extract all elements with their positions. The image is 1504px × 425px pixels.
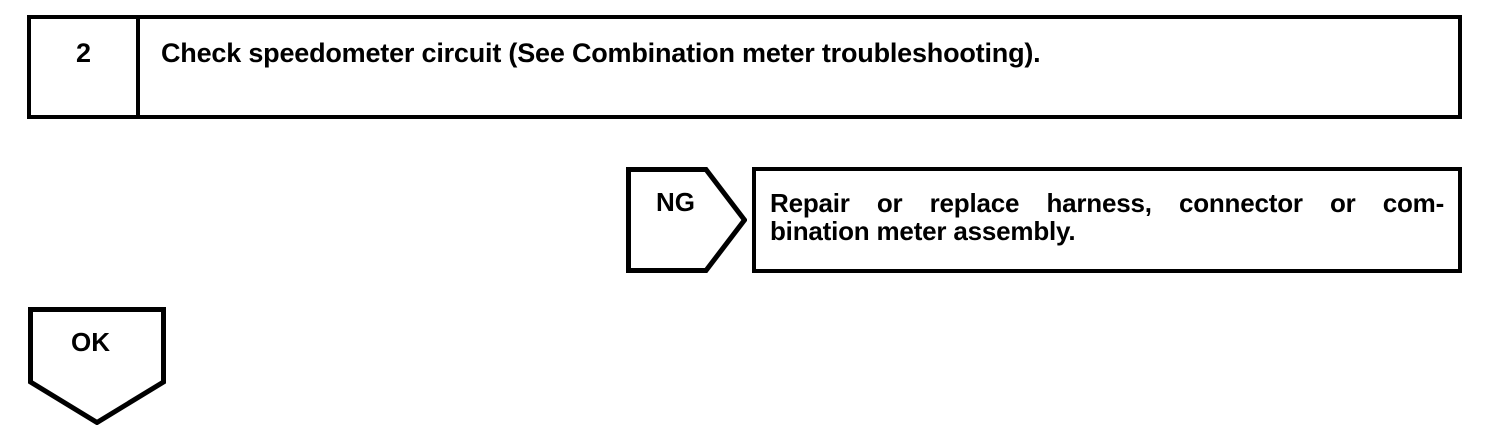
ng-result-text: Repair or replace harness, connector or … xyxy=(770,189,1444,245)
ng-branch-label: NG xyxy=(656,187,695,217)
ng-result-text-line-2: bination meter assembly. xyxy=(770,216,1076,246)
ng-arrow-icon xyxy=(626,167,747,273)
step-instruction-cell: Check speedometer circuit (See Combinati… xyxy=(144,19,1458,115)
step-box: 2 Check speedometer circuit (See Combina… xyxy=(27,15,1462,119)
step-number-cell: 2 xyxy=(31,19,140,115)
ng-result-box: Repair or replace harness, connector or … xyxy=(752,167,1462,273)
ng-result-text-line-1: Repair or replace harness, connector or … xyxy=(770,188,1445,218)
step-number: 2 xyxy=(75,38,92,68)
ok-arrow-icon xyxy=(28,307,166,425)
ok-branch-label: OK xyxy=(71,327,110,357)
ok-branch-arrow: OK xyxy=(28,307,166,425)
ng-branch-arrow: NG xyxy=(626,167,747,273)
step-instruction-text: Check speedometer circuit (See Combinati… xyxy=(161,38,1041,68)
